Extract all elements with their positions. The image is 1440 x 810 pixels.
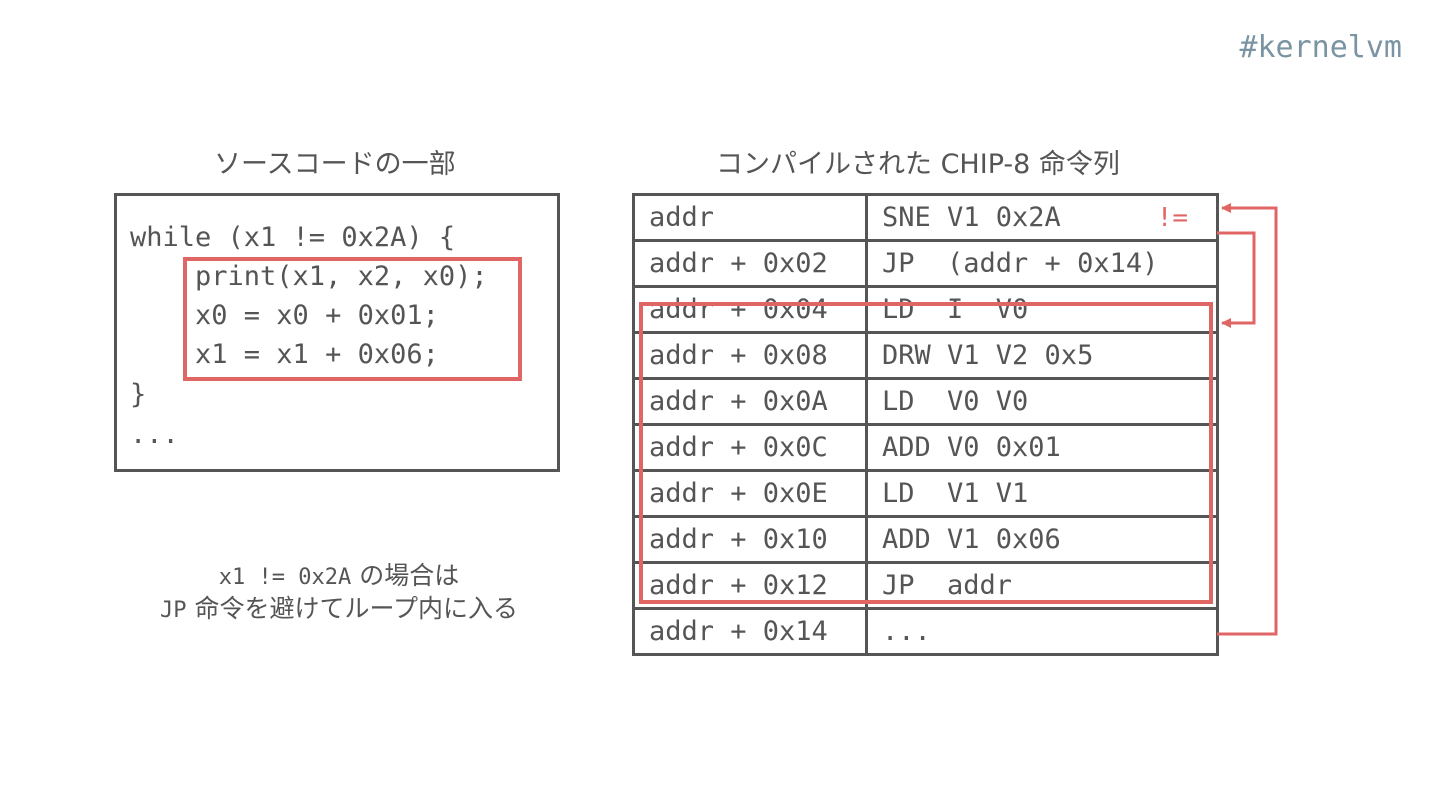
not-equal-annotation: !=: [1156, 202, 1188, 233]
compiled-instructions-title: コンパイルされた CHIP-8 命令列: [716, 149, 1120, 180]
instruction-address: addr + 0x08: [632, 331, 868, 380]
instruction-text: DRW V1 V2 0x5: [882, 340, 1094, 371]
instruction-address: addr + 0x0C: [632, 423, 868, 472]
note-line-2: JP 命令を避けてループ内に入る: [114, 589, 564, 625]
instruction-text: ...: [882, 616, 931, 647]
hashtag-label: #kernelvm: [1239, 30, 1402, 65]
code-line: print(x1, x2, x0);: [130, 261, 488, 292]
instruction-text: LD V0 V0: [882, 386, 1029, 417]
instruction-row: addr + 0x02 JP (addr + 0x14): [632, 239, 1219, 288]
instruction-row: addr + 0x14...: [632, 607, 1219, 656]
instruction-text-cell: ADD V1 0x06: [865, 515, 1219, 564]
note-jp-code: JP: [160, 598, 187, 623]
code-line: ...: [130, 419, 179, 450]
instruction-table: addr SNE V1 0x2A != addr + 0x02 JP (addr + 0…: [632, 193, 1219, 656]
instruction-text: SNE V1 0x2A: [882, 202, 1061, 233]
source-code-box: [114, 193, 560, 472]
instruction-text: LD I V0: [882, 294, 1029, 325]
instruction-address: addr + 0x0A: [632, 377, 868, 426]
instruction-text: ADD V0 0x01: [882, 432, 1061, 463]
instruction-text-cell: LD V0 V0: [865, 377, 1219, 426]
instruction-text-cell: JP (addr + 0x14): [865, 239, 1219, 288]
instruction-text-cell: ADD V0 0x01: [865, 423, 1219, 472]
instruction-address: addr + 0x02: [632, 239, 868, 288]
note-line-1: x1 != 0x2A の場合は: [114, 556, 564, 592]
instruction-text: ADD V1 0x06: [882, 524, 1061, 555]
loop-back-arrow: [1217, 203, 1278, 636]
instruction-row: addr + 0x08 DRW V1 V2 0x5: [632, 331, 1219, 380]
instruction-row: addr + 0x0C ADD V0 0x01: [632, 423, 1219, 472]
instruction-text: JP (addr + 0x14): [882, 248, 1159, 279]
instruction-text: LD V1 V1: [882, 478, 1029, 509]
instruction-text-cell: DRW V1 V2 0x5: [865, 331, 1219, 380]
loop-body-highlight: [183, 257, 522, 381]
instruction-address: addr + 0x10: [632, 515, 868, 564]
instruction-address: addr: [632, 193, 868, 242]
instruction-row: addr + 0x0A LD V0 V0: [632, 377, 1219, 426]
instruction-row: addr + 0x10 ADD V1 0x06: [632, 515, 1219, 564]
code-line: x1 = x1 + 0x06;: [130, 339, 439, 370]
source-code-title: ソースコードの一部: [214, 149, 456, 180]
code-line: }: [130, 379, 147, 410]
instruction-text-cell: LD I V0: [865, 285, 1219, 334]
code-line: while (x1 != 0x2A) {: [130, 222, 456, 253]
instruction-row: addr + 0x0E LD V1 V1: [632, 469, 1219, 518]
instruction-text-cell: SNE V1 0x2A !=: [865, 193, 1219, 242]
instruction-row: addr + 0x04 LD I V0: [632, 285, 1219, 334]
note-jp-text: 命令を避けてループ内に入る: [186, 594, 518, 623]
instruction-address: addr + 0x04: [632, 285, 868, 334]
code-line: x0 = x0 + 0x01;: [130, 300, 439, 331]
loop-body-instructions-highlight: [639, 302, 1213, 604]
instruction-text: JP addr: [882, 570, 1013, 601]
note-condition-text: の場合は: [351, 561, 460, 590]
instruction-address: addr + 0x0E: [632, 469, 868, 518]
skip-arrow: [1217, 231, 1256, 328]
instruction-address: addr + 0x14: [632, 607, 868, 656]
instruction-text-cell: LD V1 V1: [865, 469, 1219, 518]
instruction-row: addr SNE V1 0x2A !=: [632, 193, 1219, 242]
instruction-text-cell: ...: [865, 607, 1219, 656]
note-condition-code: x1 != 0x2A: [218, 565, 352, 590]
